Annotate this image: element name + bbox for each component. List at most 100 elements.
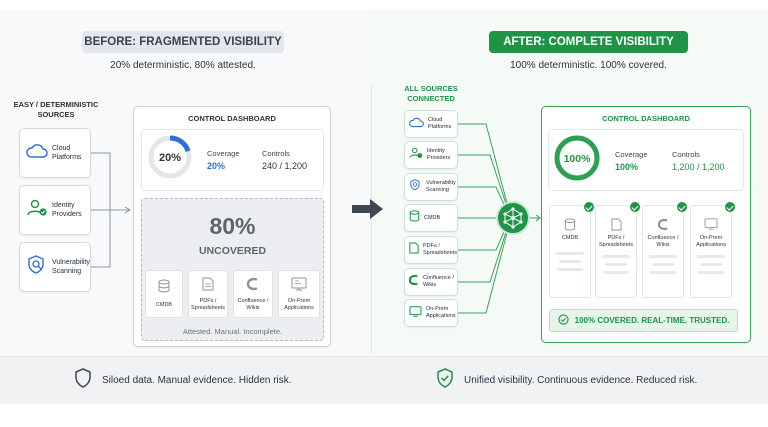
tile-label: CMDB [155, 302, 173, 308]
after-subtitle: 100% deterministic. 100% covered. [510, 60, 667, 71]
source-label: On-Prem Applications [426, 306, 456, 319]
check-icon [584, 202, 594, 212]
tile-label: PDFs / Spreadsheets [599, 235, 633, 248]
placeholder-bar [650, 271, 676, 274]
after-connectors [458, 123, 541, 314]
before-note: Attested. Manual. Incomplete. [182, 327, 283, 336]
confluence-icon [643, 218, 683, 231]
placeholder-bar [649, 255, 677, 258]
after-source-confluence: Confluence / Wikis [404, 268, 458, 296]
server-app-icon [409, 304, 422, 322]
source-label: PDFs / Spreadsheets [423, 243, 457, 256]
database-icon [550, 218, 590, 231]
placeholder-bar [697, 255, 725, 258]
tile-label: On-Prem Applications [696, 235, 726, 248]
before-connectors [91, 152, 131, 268]
placeholder-bar [602, 255, 630, 258]
tile-label: Confluence / Wikis [237, 297, 269, 311]
source-label: Vulnerability Scanning [52, 259, 90, 275]
source-label: Identity Providers [52, 202, 82, 218]
after-sources-heading: ALL SOURCES CONNECTED [404, 84, 458, 103]
source-label: Identity Providers [427, 148, 451, 161]
document-icon [596, 218, 636, 231]
server-app-icon [291, 277, 307, 294]
after-source-onprem: On-Prem Applications [404, 299, 458, 327]
placeholder-bar [698, 271, 724, 274]
placeholder-bar [556, 252, 584, 255]
source-label: Cloud Platforms [428, 117, 452, 130]
document-icon [202, 277, 214, 294]
check-icon [677, 202, 687, 212]
before-coverage-value: 20% [207, 161, 226, 171]
after-tile-cmdb: CMDB [549, 202, 594, 298]
after-coverage-label: Coverage [615, 150, 648, 159]
integration-hub-icon [496, 201, 530, 235]
transition-arrow-icon [352, 199, 383, 219]
check-icon [630, 202, 640, 212]
placeholder-bar [559, 260, 581, 263]
shield-icon [74, 368, 92, 393]
before-coverage-gauge [148, 135, 192, 179]
source-label: Vulnerability Scanning [426, 180, 456, 193]
placeholder-bar [605, 263, 627, 266]
after-controls-label: Controls [672, 150, 700, 159]
after-source-cmdb: CMDB [404, 204, 458, 232]
before-controls-label: Controls [262, 149, 290, 158]
tile-label: Confluence / Wikis [647, 235, 679, 248]
cloud-icon [409, 115, 424, 133]
after-source-pdfs: PDFs / Spreadsheets [404, 236, 458, 264]
check-circle-icon [558, 312, 569, 330]
after-source-cloud: Cloud Platforms [404, 110, 458, 138]
tile-label: CMDB [561, 235, 579, 241]
check-icon [725, 202, 735, 212]
after-coverage-banner: 100% COVERED. REAL-TIME. TRUSTED. [549, 309, 738, 332]
before-source-identity: Identity Providers [19, 185, 91, 235]
banner-text: 100% COVERED. REAL-TIME. TRUSTED. [574, 316, 730, 325]
after-tile-onprem: On-Prem Applications [690, 202, 735, 298]
after-controls-value: 1,200 / 1,200 [672, 162, 725, 172]
after-gauge-value: 100% [563, 153, 591, 165]
after-title: AFTER: COMPLETE VISIBILITY [489, 31, 688, 53]
placeholder-bar [700, 263, 722, 266]
placeholder-bar [557, 268, 583, 271]
before-source-vulnerability: Vulnerability Scanning [19, 242, 91, 292]
before-footer-text: Siloed data. Manual evidence. Hidden ris… [102, 375, 292, 386]
after-coverage-gauge [554, 135, 600, 181]
source-label: CMDB [424, 214, 441, 221]
after-tile-pdfs: PDFs / Spreadsheets [595, 202, 640, 298]
document-icon [409, 241, 419, 259]
before-tile-onprem: On-Prem Applications [278, 270, 320, 318]
confluence-icon [408, 273, 419, 291]
after-footer-text: Unified visibility. Continuous evidence.… [464, 375, 698, 386]
source-label: Cloud Platforms [52, 145, 82, 161]
footer-bar [0, 356, 768, 404]
placeholder-bar [652, 263, 674, 266]
tile-label: PDFs / Spreadsheets [191, 297, 225, 311]
before-controls-value: 240 / 1,200 [262, 161, 308, 171]
before-uncovered-percent: 80% [209, 213, 256, 239]
before-gauge-value: 20% [158, 152, 182, 164]
placeholder-bar [603, 271, 629, 274]
user-check-icon [26, 199, 48, 222]
source-label: Confluence / Wikis [423, 275, 454, 288]
before-uncovered-label: UNCOVERED [198, 245, 267, 257]
after-source-vulnerability: Vulnerability Scanning [404, 173, 458, 201]
user-check-icon [409, 146, 423, 164]
before-tile-cmdb: CMDB [145, 270, 183, 318]
after-footer: Unified visibility. Continuous evidence.… [436, 368, 697, 393]
database-icon [409, 209, 420, 227]
after-source-identity: Identity Providers [404, 141, 458, 169]
tile-label: On-Prem Applications [284, 297, 314, 311]
confluence-icon [246, 277, 259, 294]
database-icon [158, 279, 170, 296]
before-dashboard-title: CONTROL DASHBOARD [188, 114, 276, 123]
shield-search-icon [409, 178, 422, 196]
after-dashboard-title: CONTROL DASHBOARD [602, 114, 690, 123]
shield-check-icon [436, 368, 454, 393]
before-source-cloud: Cloud Platforms [19, 128, 91, 178]
before-coverage-label: Coverage [207, 149, 240, 158]
server-app-icon [691, 218, 731, 231]
section-divider [371, 84, 372, 354]
after-tile-confluence: Confluence / Wikis [642, 202, 687, 298]
cloud-icon [26, 143, 48, 164]
